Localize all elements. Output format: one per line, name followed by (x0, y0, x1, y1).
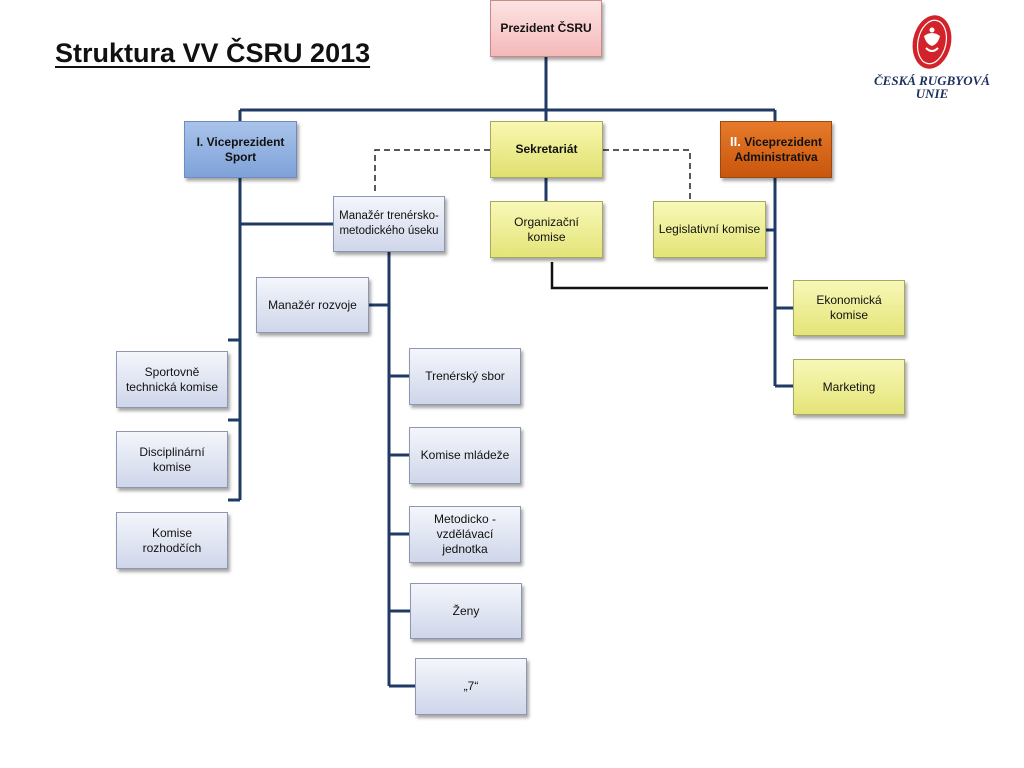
node-coach-corps: Trenérský sbor (409, 348, 521, 405)
node-disciplinary-committee: Disciplinární komise (116, 431, 228, 488)
node-coach-manager-label: Manažér trenérsko-metodického úseku (339, 210, 439, 237)
node-vp1: I. Viceprezident Sport (184, 121, 297, 178)
node-education-unit-label: Metodicko - vzdělávací jednotka (433, 512, 497, 556)
node-development-manager-label: Manažér rozvoje (268, 297, 357, 312)
node-women-label: Ženy (452, 603, 480, 618)
node-referees-committee-label: Komise rozhodčích (142, 525, 202, 555)
node-org-committee-label: Organizační komise (514, 214, 579, 244)
node-president: Prezident ČSRU (490, 0, 602, 57)
node-economic-committee-label: Ekonomická komise (816, 293, 882, 322)
node-secretariat-label: Sekretariát (515, 142, 578, 156)
node-development-manager: Manažér rozvoje (256, 277, 369, 333)
node-youth-committee: Komise mládeže (409, 427, 521, 484)
node-vp1-label: I. Viceprezident Sport (196, 134, 285, 164)
node-org-committee: Organizační komise (490, 201, 603, 258)
node-vp2: II. Viceprezident Administrativa (720, 121, 832, 178)
node-sports-technical-committee-label: Sportovně technická komise (125, 364, 219, 394)
node-referees-committee: Komise rozhodčích (116, 512, 228, 569)
node-coach-manager: Manažér trenérsko-metodického úseku (333, 196, 445, 252)
node-sevens: „7“ (415, 658, 527, 715)
logo-text: ČESKÁ RUGBYOVÁ UNIE (862, 74, 1002, 100)
node-vp2-numeral: II. (730, 134, 741, 149)
node-president-label: Prezident ČSRU (500, 21, 592, 35)
node-education-unit: Metodicko - vzdělávací jednotka (409, 506, 521, 563)
logo-text-line2: UNIE (915, 86, 949, 101)
node-marketing: Marketing (793, 359, 905, 415)
node-marketing-label: Marketing (822, 379, 876, 394)
node-sevens-label: „7“ (463, 679, 479, 693)
node-economic-committee: Ekonomická komise (793, 280, 905, 336)
csru-logo: ČESKÁ RUGBYOVÁ UNIE (862, 12, 1002, 102)
node-disciplinary-committee-label: Disciplinární komise (139, 444, 205, 474)
node-vp2-label: II. Viceprezident Administrativa (725, 134, 827, 165)
slide-title: Struktura VV ČSRU 2013 (55, 38, 371, 68)
node-vp2-title: Viceprezident Administrativa (734, 135, 822, 164)
node-women: Ženy (410, 583, 522, 639)
node-legislative-committee: Legislativní komise (653, 201, 766, 258)
node-sports-technical-committee: Sportovně technická komise (116, 351, 228, 408)
node-coach-corps-label: Trenérský sbor (425, 369, 505, 383)
node-legislative-committee-label: Legislativní komise (658, 222, 761, 236)
rugby-ball-emblem-icon (912, 15, 952, 69)
logo-text-line1: ČESKÁ RUGBYOVÁ (874, 73, 990, 88)
node-youth-committee-label: Komise mládeže (420, 448, 510, 462)
node-secretariat: Sekretariát (490, 121, 603, 178)
